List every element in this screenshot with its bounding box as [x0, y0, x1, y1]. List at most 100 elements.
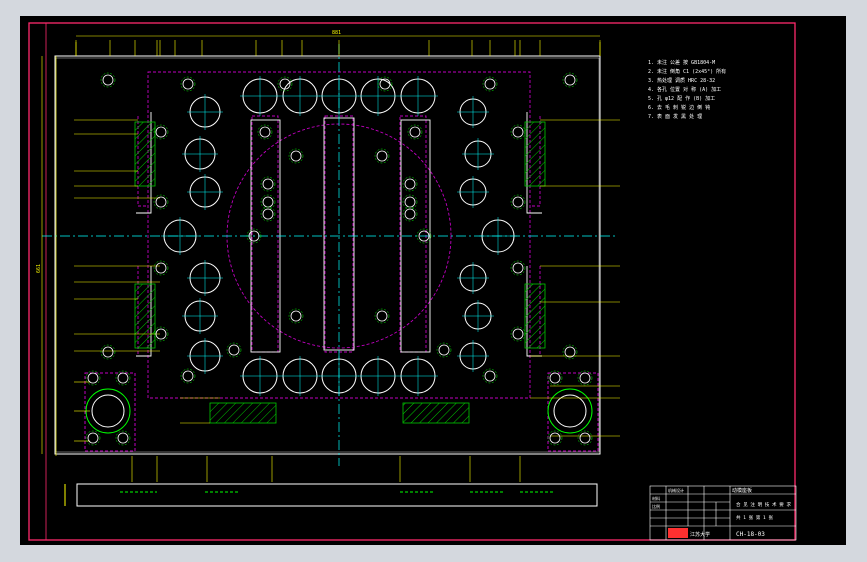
small-hole [376, 310, 388, 322]
title-block [649, 485, 797, 541]
small-hole-ring [288, 148, 304, 164]
small-hole-ring [153, 124, 169, 140]
small-hole [512, 328, 524, 340]
small-hole-ring [85, 430, 101, 446]
small-hole [512, 262, 524, 274]
technical-notes: 1. 未注 公差 按 GB1804-M2. 未注 倒角 C1 (2x45°) 所… [648, 59, 726, 120]
small-hole [404, 178, 416, 190]
small-hole [438, 344, 450, 356]
small-hole-ring [115, 430, 131, 446]
title-block-drawing-name: 动模座板 [732, 487, 752, 494]
small-hole-ring [436, 342, 452, 358]
small-hole-ring [510, 326, 526, 342]
small-hole [512, 126, 524, 138]
small-hole [155, 196, 167, 208]
small-hole-ring [85, 370, 101, 386]
notes-line: 2. 未注 倒角 C1 (2x45°) 所有 [648, 68, 726, 75]
small-hole-ring [260, 176, 276, 192]
title-block-part-ref: 合 见 注 明 技 术 要 求 [736, 501, 791, 508]
title-block-logo [668, 528, 688, 538]
title-block-company: 江苏大学 [690, 531, 710, 538]
small-hole-ring [577, 370, 593, 386]
small-hole [279, 78, 291, 90]
small-hole [228, 344, 240, 356]
drawing-border [28, 22, 796, 541]
small-hole-ring [153, 326, 169, 342]
small-hole [579, 432, 591, 444]
small-hole [102, 346, 114, 358]
top-dimension-ticks [75, 40, 601, 56]
small-hole [564, 74, 576, 86]
small-hole-ring [377, 76, 393, 92]
bottom-dimension-ticks [131, 456, 521, 482]
small-hole [549, 372, 561, 384]
small-hole-ring [180, 76, 196, 92]
notes-line: 4. 各孔 位置 对 称 (A) 加工 [648, 86, 721, 93]
small-hole [117, 432, 129, 444]
small-hole [379, 78, 391, 90]
small-hole-ring [547, 430, 563, 446]
small-hole-ring [402, 206, 418, 222]
small-hole [404, 208, 416, 220]
small-hole-ring [577, 430, 593, 446]
overall-height-dimension: 661 [36, 264, 42, 273]
small-hole-ring [510, 194, 526, 210]
small-hole [102, 74, 114, 86]
small-hole [262, 178, 274, 190]
small-hole-ring [374, 308, 390, 324]
small-hole-ring [153, 194, 169, 210]
small-hole-ring [288, 308, 304, 324]
small-hole [262, 196, 274, 208]
small-hole [409, 126, 421, 138]
title-block-scale: 比例 [652, 503, 660, 509]
small-hole [182, 78, 194, 90]
small-hole [87, 372, 99, 384]
notes-line: 5. 孔 φ12 配 作 (B) 加工 [648, 95, 715, 102]
small-hole-ring [153, 260, 169, 276]
small-hole [418, 230, 430, 242]
small-hole [484, 370, 496, 382]
title-block-code: CH-18-03 [736, 531, 765, 538]
small-hole [404, 196, 416, 208]
small-hole-ring [510, 124, 526, 140]
small-hole-ring [562, 72, 578, 88]
small-hole [117, 372, 129, 384]
dimension-lines [41, 35, 620, 456]
small-hole [259, 126, 271, 138]
small-hole-ring [562, 344, 578, 360]
small-hole-ring [257, 124, 273, 140]
small-hole [248, 230, 260, 242]
small-hole [376, 150, 388, 162]
title-block-sheet: 共 1 张 第 1 张 [736, 514, 773, 521]
small-hole [155, 262, 167, 274]
notes-line: 6. 去 毛 刺 锐 边 倒 钝 [648, 104, 710, 111]
cad-drawing[interactable]: 1. 未注 公差 按 GB1804-M2. 未注 倒角 C1 (2x45°) 所… [20, 16, 846, 545]
small-hole [564, 346, 576, 358]
small-hole-ring [407, 124, 423, 140]
small-hole [512, 196, 524, 208]
small-hole [262, 208, 274, 220]
small-hole-ring [277, 76, 293, 92]
small-hole-ring [100, 72, 116, 88]
small-hole-ring [482, 368, 498, 384]
small-hole [290, 310, 302, 322]
small-hole [155, 126, 167, 138]
overall-width-dimension: 881 [332, 30, 341, 36]
corner-bosses [84, 372, 599, 452]
small-hole [484, 78, 496, 90]
small-hole-ring [402, 176, 418, 192]
small-hole-ring [374, 148, 390, 164]
small-hole [155, 328, 167, 340]
small-hole-ring [416, 228, 432, 244]
small-hole-ring [226, 342, 242, 358]
title-block-school: 机械设计 [668, 487, 684, 493]
small-hole [579, 372, 591, 384]
hatched-regions [134, 121, 546, 424]
small-hole [87, 432, 99, 444]
title-block-material: 材料 [652, 495, 660, 501]
small-hole-ring [115, 370, 131, 386]
small-hole-ring [260, 206, 276, 222]
small-hole [290, 150, 302, 162]
